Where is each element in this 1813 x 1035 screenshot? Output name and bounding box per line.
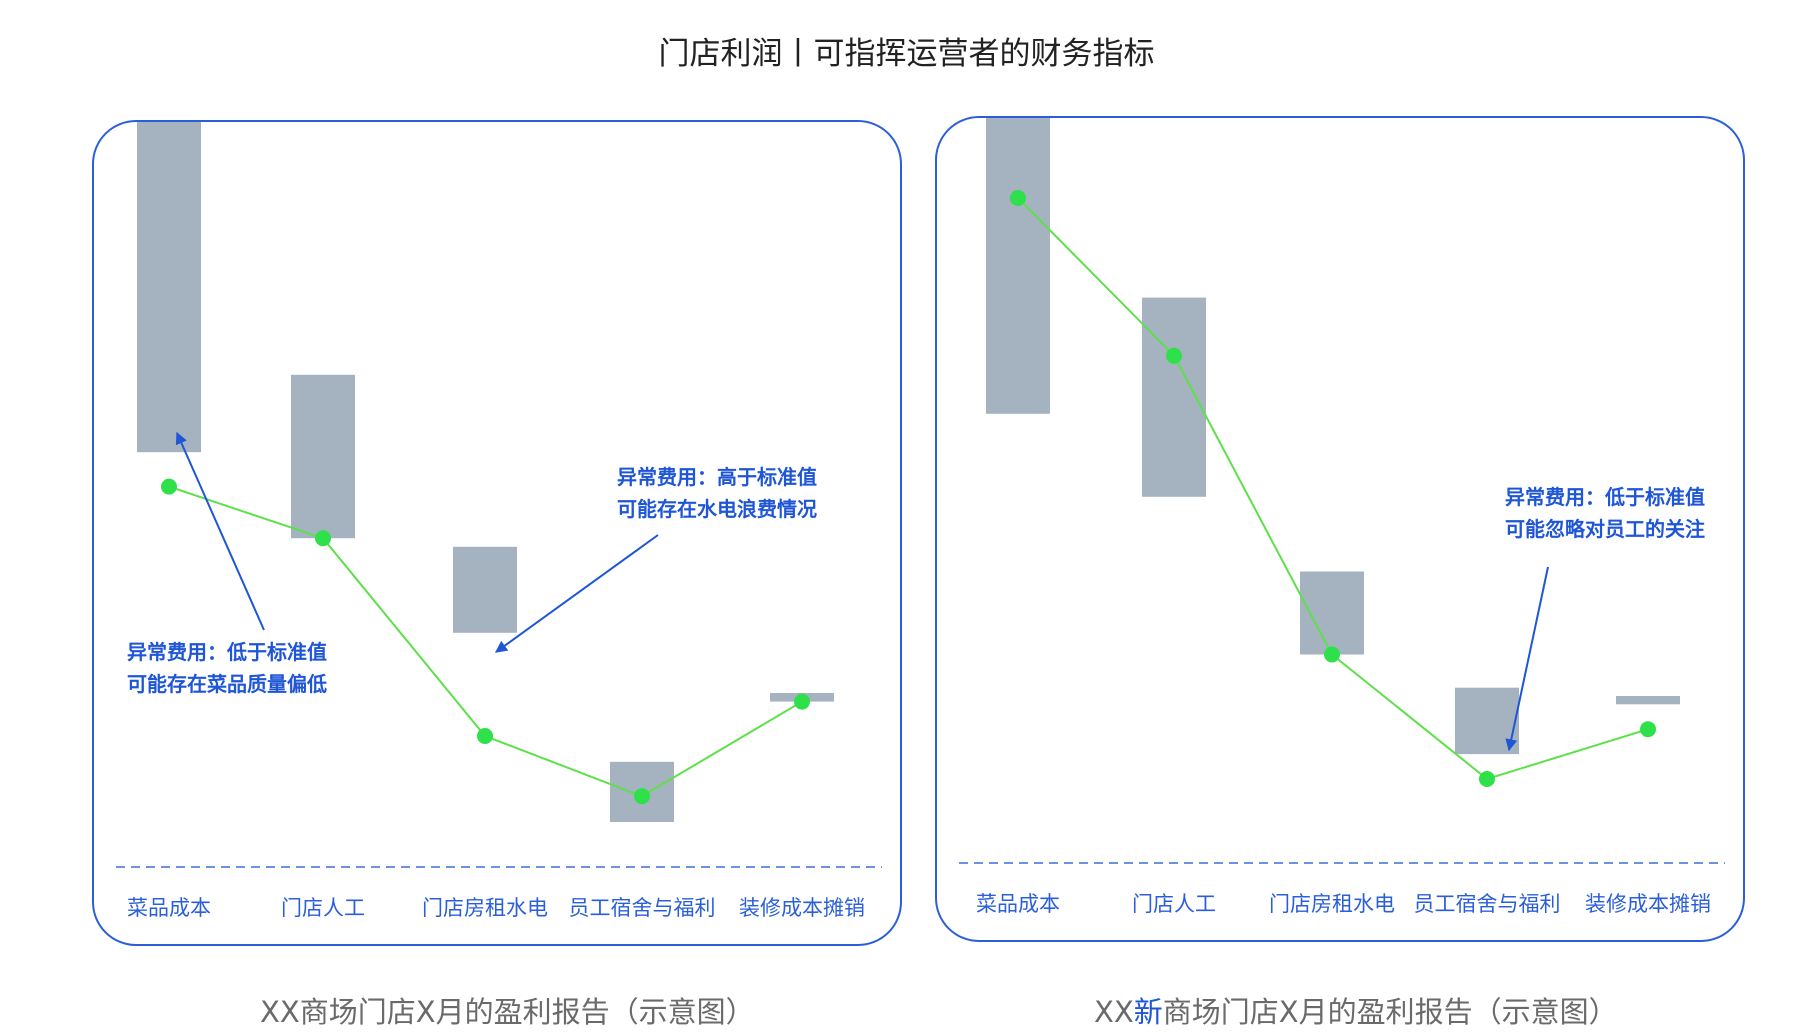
category-label: 门店人工 [281, 896, 365, 920]
annotation-arrow [1505, 566, 1549, 752]
annotation-text: 可能存在菜品质量偏低 [127, 672, 327, 696]
chart-right: 菜品成本 门店人工 门店房租水电员工宿舍与福利装修成本摊销 异常费用：低于标准值可能忽… [959, 118, 1725, 916]
bar-2 [291, 374, 355, 539]
data-point-1 [1010, 190, 1026, 206]
category-label: 装修成本摊销 [1585, 892, 1711, 916]
annotation-text: 可能忽略对员工的关注 [1505, 517, 1705, 541]
category-label: 员工宿舍与福利 [569, 896, 716, 920]
data-point-5 [794, 693, 810, 710]
data-point-1 [161, 478, 177, 495]
chart-left: 菜品成本门店人工门店房租水电员工宿舍与福利装修成本摊销异常费用：低于标准值可能存… [116, 122, 882, 920]
category-label: 门店房租水电 [1269, 892, 1395, 916]
caption-highlight: 新 [1133, 995, 1163, 1029]
data-point-5 [1640, 721, 1656, 738]
caption-prefix: XX [1094, 995, 1134, 1029]
caption-suffix: 商场门店X月的盈利报告（示意图） [1162, 995, 1618, 1029]
bar-1 [986, 118, 1050, 414]
annotation-text: 异常费用：低于标准值 [1505, 485, 1705, 509]
page-title: 门店利润丨可指挥运营者的财务指标 [658, 36, 1155, 72]
data-point-2 [1166, 347, 1182, 364]
chart-panel-left: 菜品成本门店人工门店房租水电员工宿舍与福利装修成本摊销异常费用：低于标准值可能存… [92, 120, 902, 946]
annotation-arrow [495, 534, 659, 653]
chart-caption-right: XX新商场门店X月的盈利报告（示意图） [1094, 989, 1618, 1031]
annotation-text: 异常费用：低于标准值 [127, 640, 327, 664]
category-label: 门店人工 [1132, 892, 1216, 916]
data-point-3 [477, 728, 493, 744]
annotation-text: 可能存在水电浪费情况 [617, 497, 817, 521]
annotation-text: 异常费用：高于标准值 [617, 465, 817, 489]
data-point-4 [634, 788, 650, 805]
bar-3 [453, 546, 517, 633]
data-point-2 [315, 530, 331, 547]
category-label: 门店房租水电 [422, 896, 548, 920]
category-label: 装修成本摊销 [739, 896, 865, 920]
bar-1 [137, 122, 201, 453]
annotation-arrow [175, 431, 265, 631]
category-label: 员工宿舍与福利 [1414, 892, 1561, 916]
data-point-3 [1324, 646, 1340, 663]
bar-5 [1616, 696, 1680, 705]
chart-panel-right: 菜品成本 门店人工 门店房租水电员工宿舍与福利装修成本摊销 异常费用：低于标准值可能忽… [935, 116, 1745, 942]
data-point-4 [1479, 771, 1495, 787]
category-label: 菜品成本 [976, 892, 1060, 916]
chart-caption-left: XX商场门店X月的盈利报告（示意图） [260, 995, 755, 1029]
category-label: 菜品成本 [127, 896, 211, 920]
